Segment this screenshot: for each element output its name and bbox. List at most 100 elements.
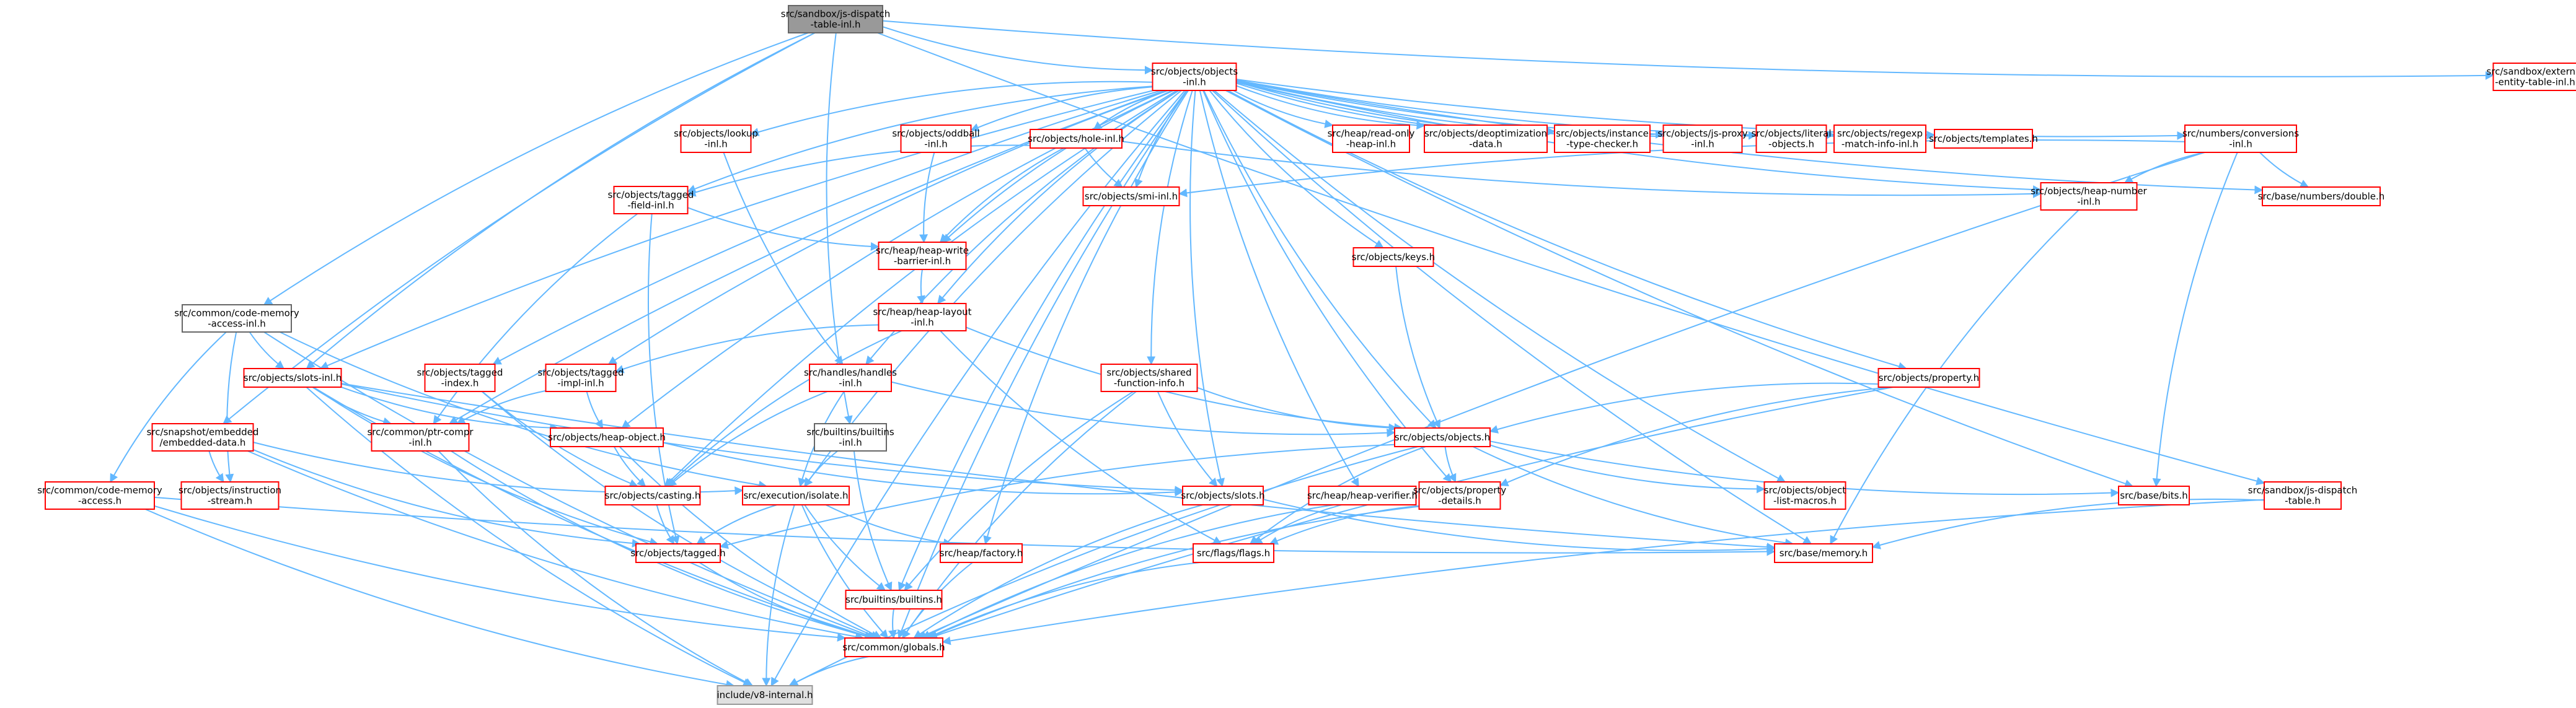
- edges-layer: [110, 20, 2494, 689]
- node-tagidx[interactable]: src/objects/tagged-index.h: [417, 364, 503, 392]
- node-label: -index.h: [441, 378, 479, 389]
- node-propdet[interactable]: src/objects/property-details.h: [1413, 481, 1506, 510]
- node-regexp[interactable]: src/objects/regexp-match-info-inl.h: [1833, 125, 1926, 153]
- node-label: -inl.h: [2077, 196, 2101, 208]
- node-hlayout[interactable]: src/heap/heap-layout-inl.h: [873, 303, 972, 331]
- node-box: [878, 303, 967, 331]
- node-heapnum[interactable]: src/objects/heap-number-inl.h: [2031, 182, 2148, 211]
- node-bits[interactable]: src/base/bits.h: [2118, 486, 2190, 505]
- node-lookup[interactable]: src/objects/lookup-inl.h: [674, 125, 758, 153]
- node-casting[interactable]: src/objects/casting.h: [604, 486, 701, 505]
- edge-objinl-to-ro: [1233, 90, 1334, 128]
- node-label: -inl.h: [1183, 77, 1206, 88]
- node-objects[interactable]: src/objects/objects.h: [1394, 427, 1491, 447]
- edge-codemem-to-slotsinl: [249, 331, 285, 369]
- edge-property-to-globals: [929, 387, 1894, 640]
- node-label: -list-macros.h: [1773, 496, 1837, 507]
- node-box: [845, 590, 943, 610]
- node-extent[interactable]: src/sandbox/external-entity-table-inl.h: [2487, 63, 2576, 91]
- node-jsdt[interactable]: src/sandbox/js-dispatch-table.h: [2248, 481, 2357, 510]
- edge-objinl-to-slotsinl: [319, 90, 1154, 370]
- node-builtinsinl[interactable]: src/builtins/builtins-inl.h: [806, 423, 894, 452]
- node-numconv[interactable]: src/numbers/conversions-inl.h: [2182, 125, 2299, 153]
- edge-keys-to-objects: [1395, 266, 1441, 429]
- node-heapobj[interactable]: src/objects/heap-object.h: [548, 427, 666, 447]
- node-label: src/objects/regexp: [1837, 128, 1923, 139]
- node-box: [1662, 125, 1743, 153]
- node-box: [604, 486, 701, 505]
- node-shared[interactable]: src/objects/shared-function-info.h: [1100, 364, 1198, 392]
- node-box: [1100, 364, 1198, 392]
- node-ptrcompr[interactable]: src/common/ptr-compr-inl.h: [367, 423, 474, 452]
- node-templates[interactable]: src/objects/templates.h: [1929, 129, 2038, 149]
- edge-objinl-to-keys: [1209, 90, 1384, 248]
- node-box: [45, 481, 155, 510]
- node-label: -impl-inl.h: [557, 378, 604, 389]
- nodes-layer: src/sandbox/js-dispatch-table-inl.h src/o…: [37, 5, 2576, 705]
- node-slots[interactable]: src/objects/slots.h: [1181, 486, 1265, 505]
- edge-jsdt-to-memory: [1871, 498, 2265, 549]
- node-double[interactable]: src/base/numbers/double.h: [2258, 186, 2385, 206]
- node-globals[interactable]: src/common/globals.h: [842, 637, 945, 657]
- node-jsproxy[interactable]: src/objects/js-proxy-inl.h: [1657, 125, 1748, 153]
- node-itc[interactable]: src/objects/instance-type-checker.h: [1554, 125, 1651, 153]
- node-ro[interactable]: src/heap/read-only-heap-inl.h: [1328, 125, 1415, 153]
- node-label: -inl.h: [924, 139, 948, 150]
- node-label: src/builtins/builtins: [806, 427, 894, 438]
- edge-shared-to-builtins: [904, 391, 1134, 592]
- edge-heapobj-to-casting: [613, 446, 646, 487]
- edge-objinl-to-deopt: [1236, 85, 1426, 130]
- node-label: -details.h: [1438, 496, 1481, 507]
- node-box: [788, 5, 883, 33]
- node-snapshot[interactable]: src/snapshot/embedded/embedded-data.h: [147, 423, 259, 452]
- edge-hlayout-to-casting: [666, 330, 902, 487]
- node-hole[interactable]: src/objects/hole-inl.h: [1028, 129, 1124, 149]
- node-smi[interactable]: src/objects/smi-inl.h: [1082, 186, 1180, 206]
- node-box: [182, 304, 292, 333]
- node-property[interactable]: src/objects/property.h: [1877, 368, 1980, 388]
- edge-objinl-to-builtins: [898, 90, 1188, 592]
- node-box: [1152, 63, 1237, 91]
- node-label: src/objects/oddball: [892, 128, 979, 139]
- node-label: -inl.h: [911, 317, 934, 328]
- node-label: src/objects/js-proxy: [1657, 128, 1747, 139]
- edge-root-to-jsdt: [877, 32, 2265, 486]
- node-cmaccess[interactable]: src/common/code-memory-access.h: [37, 481, 162, 510]
- node-tagfield[interactable]: src/objects/tagged-field-inl.h: [608, 186, 694, 214]
- edge-isolate-to-globals: [801, 504, 889, 639]
- node-label: src/objects/deoptimization: [1424, 128, 1547, 139]
- node-tagimpl[interactable]: src/objects/tagged-impl-inl.h: [538, 364, 624, 392]
- edge-objinl-to-tagimpl: [607, 90, 1167, 365]
- node-label: src/execution/isolate.h: [743, 490, 848, 501]
- node-handles[interactable]: src/handles/handles-inl.h: [804, 364, 897, 392]
- node-label: src/heap/heap-write: [876, 245, 969, 256]
- node-memory[interactable]: src/base/memory.h: [1774, 543, 1873, 563]
- node-label: src/snapshot/embedded: [147, 427, 259, 438]
- node-hwb[interactable]: src/heap/heap-write-barrier-inl.h: [876, 242, 969, 270]
- node-slotsinl[interactable]: src/objects/slots-inl.h: [243, 368, 342, 388]
- node-factory[interactable]: src/heap/factory.h: [940, 543, 1023, 563]
- node-objlist[interactable]: src/objects/object-list-macros.h: [1763, 481, 1846, 510]
- node-flags[interactable]: src/flags/flags.h: [1193, 543, 1274, 563]
- node-label: src/objects/tagged: [538, 367, 624, 378]
- node-objinl[interactable]: src/objects/objects-inl.h: [1151, 63, 1238, 91]
- node-label: src/objects/property.h: [1879, 372, 1979, 383]
- node-oddball[interactable]: src/objects/oddball-inl.h: [892, 125, 980, 153]
- node-instr[interactable]: src/objects/instruction-stream.h: [179, 481, 281, 510]
- node-box: [2040, 182, 2138, 211]
- node-root[interactable]: src/sandbox/js-dispatch-table-inl.h: [781, 5, 890, 33]
- node-deopt[interactable]: src/objects/deoptimization-data.h: [1424, 125, 1548, 153]
- node-label: src/objects/tagged.h: [630, 548, 725, 559]
- node-label: -stream.h: [208, 496, 252, 507]
- node-builtins[interactable]: src/builtins/builtins.h: [845, 590, 943, 610]
- node-box: [1755, 125, 1827, 153]
- node-verifier[interactable]: src/heap/heap-verifier.h: [1307, 486, 1418, 505]
- node-keys[interactable]: src/objects/keys.h: [1352, 247, 1435, 267]
- node-label: src/objects/smi-inl.h: [1085, 191, 1178, 202]
- node-codemem[interactable]: src/common/code-memory-access-inl.h: [174, 304, 299, 333]
- node-label: src/objects/shared: [1106, 367, 1191, 378]
- node-isolate[interactable]: src/execution/isolate.h: [742, 486, 850, 505]
- node-v8int[interactable]: include/v8-internal.h: [717, 685, 813, 705]
- node-tagged[interactable]: src/objects/tagged.h: [630, 543, 726, 563]
- node-literal[interactable]: src/objects/literal-objects.h: [1751, 125, 1832, 153]
